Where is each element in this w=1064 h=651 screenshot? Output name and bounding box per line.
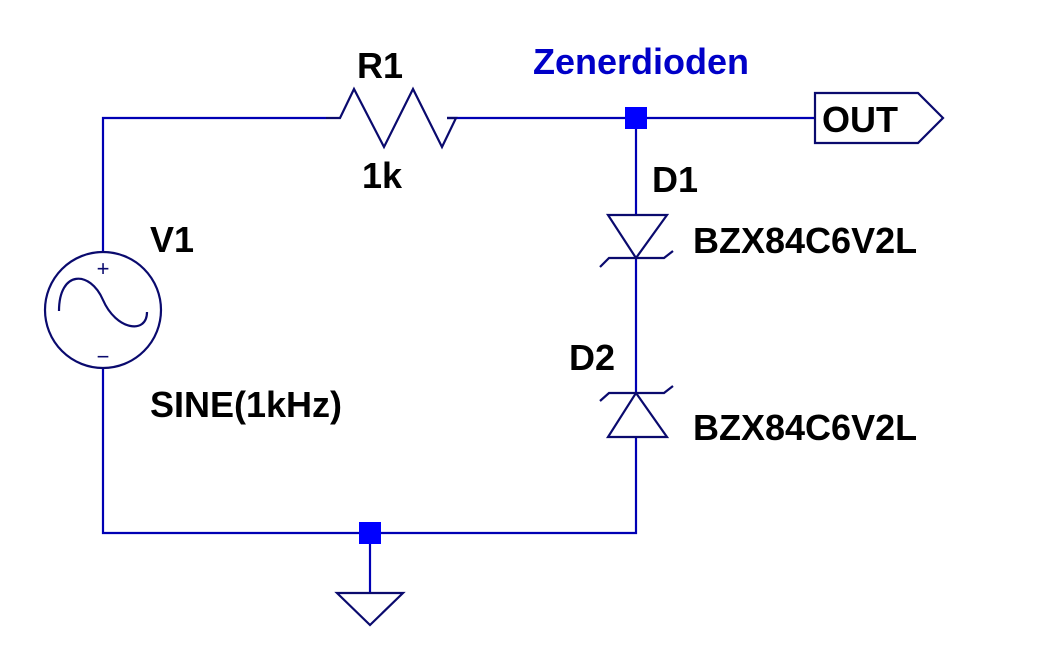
d2-ref-label: D2	[569, 337, 615, 378]
plus-terminal-icon: +	[97, 256, 110, 281]
junction-out-node[interactable]	[625, 107, 647, 129]
r1-ref-label: R1	[357, 45, 403, 86]
zener-cathode-bar	[599, 250, 674, 268]
wire-left-top[interactable]	[101, 116, 326, 251]
d2-value-label: BZX84C6V2L	[693, 407, 917, 448]
zener-cathode-bar	[599, 385, 674, 402]
voltage-source-icon	[43, 250, 163, 370]
junction-ground-node[interactable]	[359, 522, 381, 544]
v1-ref-label: V1	[150, 219, 194, 260]
ground-symbol[interactable]	[334, 591, 406, 627]
sine-wave-icon	[57, 277, 149, 328]
v1-value-label: SINE(1kHz)	[150, 384, 342, 425]
ground-icon	[334, 591, 406, 627]
schematic-title: Zenerdioden	[533, 41, 749, 82]
zener-diode-d2[interactable]: D2 BZX84C6V2L	[569, 337, 917, 448]
port-out-label: OUT	[822, 99, 898, 140]
resistor-r1[interactable]: R1 1k	[326, 45, 458, 196]
minus-terminal-icon: −	[97, 344, 110, 369]
wires	[101, 116, 815, 593]
port-out[interactable]: OUT	[813, 91, 945, 145]
voltage-source-v1[interactable]: + − V1 SINE(1kHz)	[43, 219, 342, 425]
d1-ref-label: D1	[652, 159, 698, 200]
zener-diode-d1[interactable]: D1 BZX84C6V2L	[599, 159, 917, 268]
r1-value-label: 1k	[362, 155, 403, 196]
d1-value-label: BZX84C6V2L	[693, 220, 917, 261]
output-port-icon	[813, 91, 945, 145]
resistor-icon	[326, 86, 458, 150]
zener-diode-icon	[605, 391, 670, 439]
zener-diode-icon	[605, 213, 670, 260]
